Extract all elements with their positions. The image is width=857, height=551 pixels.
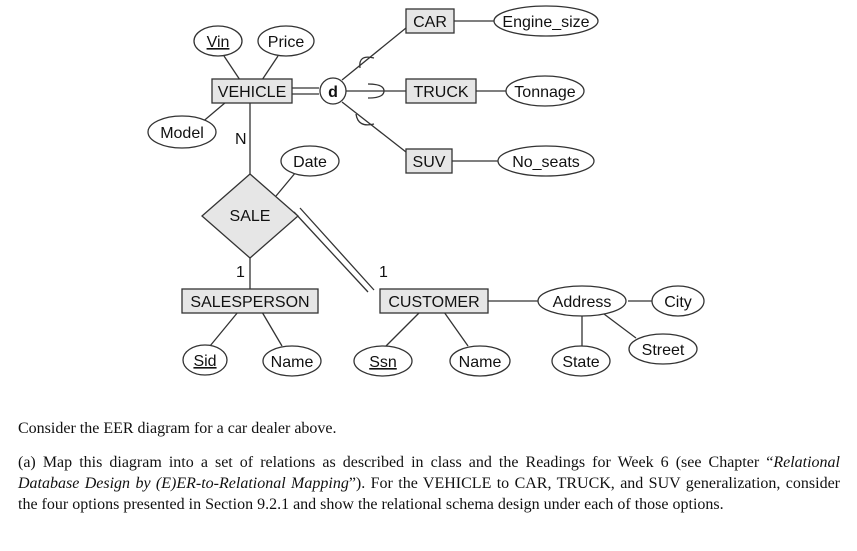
attribute-street-label: Street [642, 342, 685, 359]
attribute-address: Address [537, 285, 627, 317]
cardinality-salesperson-sale: 1 [236, 264, 245, 281]
entity-salesperson: SALESPERSON [181, 288, 319, 314]
address-street-line [603, 313, 637, 339]
attribute-price-label: Price [268, 34, 305, 51]
attribute-tonnage: Tonnage [505, 75, 585, 107]
price-vehicle-line [261, 55, 279, 81]
part-a-prefix: (a) Map this diagram into a set of relat… [18, 454, 774, 471]
attribute-state: State [551, 345, 611, 377]
cardinality-customer-sale: 1 [379, 264, 388, 281]
attribute-ssn: Ssn [353, 345, 413, 377]
attribute-street: Street [628, 333, 698, 365]
ssn-customer-line [385, 311, 421, 347]
attribute-ssn-label: Ssn [369, 354, 397, 371]
attribute-engine-size: Engine_size [493, 5, 599, 37]
attribute-no-seats: No_seats [497, 145, 595, 177]
attribute-engine-size-label: Engine_size [502, 14, 589, 31]
sale-customer-line-1 [293, 211, 369, 293]
connectors [199, 20, 652, 347]
entity-truck-label: TRUCK [413, 84, 468, 101]
eer-diagram: CAR TRUCK SUV VEHICLE SALESPERSON CUSTOM… [147, 5, 705, 377]
attribute-city-label: City [664, 294, 692, 311]
entity-truck: TRUCK [405, 78, 477, 104]
entity-salesperson-label: SALESPERSON [190, 294, 309, 311]
entity-suv-label: SUV [413, 154, 446, 171]
attribute-model: Model [147, 115, 217, 149]
part-a-suffix: ”). For the VEHICLE to CAR, TRUCK, and S… [18, 475, 840, 513]
attribute-customer-name-label: Name [459, 354, 502, 371]
entity-customer: CUSTOMER [379, 288, 489, 314]
d-suv-line [341, 101, 407, 153]
vin-vehicle-line [223, 55, 241, 81]
cardinality-vehicle-sale: N [235, 131, 247, 148]
attribute-salesperson-name-label: Name [271, 354, 314, 371]
attribute-sid: Sid [182, 344, 228, 376]
attribute-date: Date [280, 145, 340, 177]
part-a-chapter-title: Relational Database Design by (E)ER-to-R… [18, 454, 840, 492]
problem-intro: Consider the EER diagram for a car deale… [18, 420, 337, 437]
attribute-city: City [651, 285, 705, 317]
attribute-vin: Vin [193, 25, 243, 57]
entity-customer-label: CUSTOMER [388, 294, 479, 311]
relationship-sale: SALE [201, 173, 299, 259]
sale-customer-line-2 [299, 207, 375, 291]
attribute-model-label: Model [160, 125, 204, 142]
attribute-address-label: Address [553, 294, 612, 311]
name-customer-line [443, 311, 469, 347]
attribute-state-label: State [562, 354, 599, 371]
attribute-no-seats-label: No_seats [512, 154, 580, 171]
attribute-price: Price [257, 25, 315, 57]
relationship-sale-label: SALE [230, 208, 271, 225]
subset-symbol-suv [355, 113, 375, 126]
entity-vehicle: VEHICLE [211, 78, 293, 104]
disjoint-circle: d [319, 77, 347, 105]
sid-salesperson-line [209, 311, 239, 347]
attribute-tonnage-label: Tonnage [514, 84, 575, 101]
subset-symbol-truck [367, 83, 385, 99]
entity-car-label: CAR [413, 14, 447, 31]
attribute-salesperson-name: Name [262, 345, 322, 377]
problem-part-a: (a) Map this diagram into a set of relat… [18, 452, 840, 515]
attribute-customer-name: Name [449, 345, 511, 377]
entity-car: CAR [405, 8, 455, 34]
attribute-date-label: Date [293, 154, 327, 171]
entity-suv: SUV [405, 148, 453, 174]
entity-vehicle-label: VEHICLE [218, 84, 286, 101]
attribute-vin-label: Vin [207, 34, 230, 51]
attribute-sid-label: Sid [193, 353, 216, 370]
d-car-line [341, 27, 407, 81]
disjoint-symbol: d [328, 84, 338, 101]
subset-symbol-car [359, 56, 375, 69]
name-salesperson-line [261, 311, 283, 347]
date-sale-line [275, 171, 297, 197]
